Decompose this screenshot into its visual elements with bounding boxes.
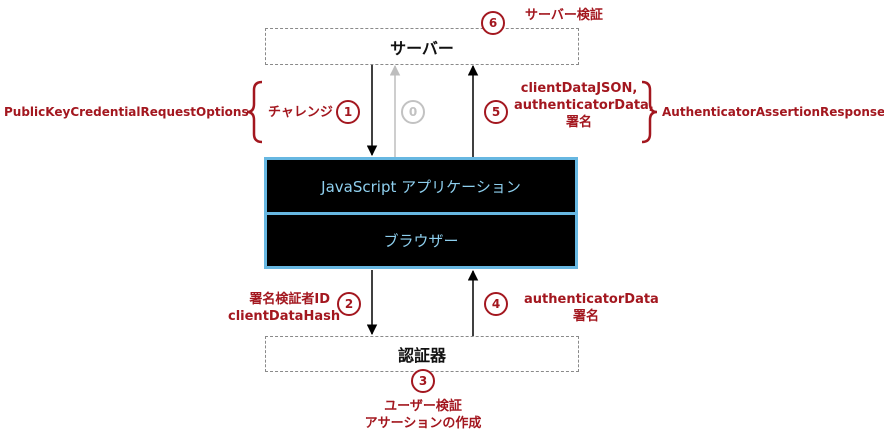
step-4-line-2: 署名 [572, 309, 599, 324]
step-3-label: ユーザー検証 アサーションの作成 [343, 398, 503, 432]
js-app-label: JavaScript アプリケーション [321, 177, 521, 196]
step-4-circle: 4 [484, 292, 508, 316]
step-3-line-1: ユーザー検証 [384, 399, 462, 414]
step-2-line-2: clientDataHash [228, 309, 341, 324]
step-3-number: 3 [418, 374, 428, 388]
server-box: サーバー [265, 28, 579, 65]
right-brace [641, 80, 658, 144]
authenticator-box: 認証器 [265, 336, 579, 372]
step-5-line-1: clientDataJSON, [520, 81, 638, 96]
step-2-label: 署名検証者ID clientDataHash [228, 291, 341, 325]
step-3-line-2: アサーションの作成 [364, 416, 482, 431]
step-4-number: 4 [491, 297, 501, 311]
step-1-number: 1 [343, 105, 353, 119]
step-6-label: サーバー検証 [525, 8, 603, 23]
step-0-circle: 0 [401, 100, 425, 124]
step-1-label: チャレンジ [268, 105, 333, 120]
step-5-line-2: authenticatorData, [514, 98, 654, 113]
step-5-line-3: 署名 [565, 115, 592, 130]
browser-label: ブラウザー [383, 232, 459, 250]
step-1-circle: 1 [336, 100, 360, 124]
right-group-label: AuthenticatorAssertionResponse [662, 105, 884, 119]
step-2-circle: 2 [337, 292, 361, 316]
step-5-label: clientDataJSON, authenticatorData, 署名 [514, 80, 654, 131]
left-group-label: PublicKeyCredentialRequestOptions [4, 105, 249, 119]
step-6-number: 6 [488, 16, 498, 30]
server-label: サーバー [390, 38, 454, 58]
browser-layer: ブラウザー [267, 215, 575, 266]
step-4-line-1: authenticatorData [524, 292, 659, 307]
authenticator-label: 認証器 [397, 346, 446, 365]
browser-app-stack: JavaScript アプリケーション ブラウザー [264, 157, 578, 269]
left-brace [246, 80, 263, 144]
step-2-line-1: 署名検証者ID [249, 292, 330, 307]
step-5-number: 5 [491, 105, 501, 119]
step-2-number: 2 [344, 297, 354, 311]
step-4-label: authenticatorData 署名 [524, 291, 659, 325]
step-0-number: 0 [408, 105, 418, 119]
step-6-circle: 6 [481, 11, 505, 35]
step-3-circle: 3 [411, 369, 435, 393]
step-5-circle: 5 [484, 100, 508, 124]
js-app-layer: JavaScript アプリケーション [267, 160, 575, 212]
